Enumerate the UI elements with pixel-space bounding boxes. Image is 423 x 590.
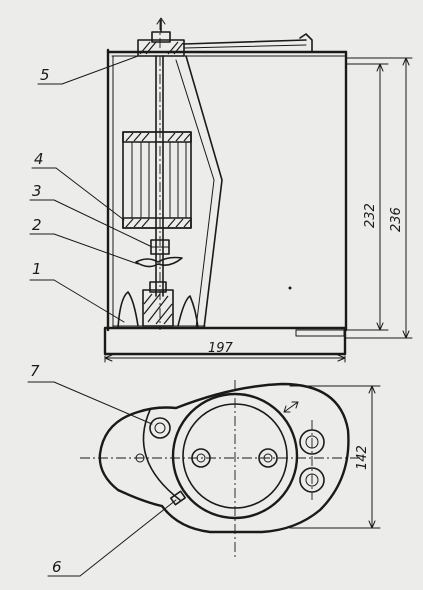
dim-width: 197 bbox=[104, 341, 346, 363]
label-4-group: 4 bbox=[31, 150, 125, 221]
plan-outline bbox=[98, 382, 350, 534]
hole-right bbox=[258, 448, 278, 468]
inner-liner-inner bbox=[175, 59, 215, 329]
label-7: 7 bbox=[30, 362, 40, 380]
plan-view bbox=[80, 380, 360, 560]
dim-width-label: 197 bbox=[208, 341, 234, 356]
coil-top-flange bbox=[122, 131, 192, 143]
impeller bbox=[135, 256, 183, 268]
base-plate bbox=[103, 326, 347, 356]
coil-bottom-flange bbox=[122, 217, 192, 229]
bottom-bowl-left bbox=[117, 291, 139, 329]
coil-block bbox=[122, 131, 192, 229]
label-5-group: 5 bbox=[37, 55, 139, 85]
hole-fitting-7 bbox=[149, 417, 171, 439]
label-7-group: 7 bbox=[27, 362, 153, 425]
cap-hatch-2 bbox=[145, 41, 157, 55]
dim-height-outer: 236 bbox=[345, 57, 413, 339]
label-6-group: 6 bbox=[47, 499, 177, 577]
direction-marker bbox=[283, 401, 299, 413]
dim-plan-depth-label: 142 bbox=[355, 445, 370, 470]
bearing-cap bbox=[149, 281, 167, 293]
cap-hatch-3 bbox=[167, 41, 179, 55]
lid-clip bbox=[299, 33, 313, 53]
cap-hatch-4 bbox=[173, 42, 184, 55]
cap-tip bbox=[156, 17, 166, 25]
dim-height-inner: 232 bbox=[345, 63, 389, 331]
bearing-hatch bbox=[143, 293, 173, 325]
label-3-group: 3 bbox=[29, 182, 151, 247]
dim-height-inner-label: 232 bbox=[363, 203, 378, 228]
label-4: 4 bbox=[34, 150, 44, 168]
label-2-group: 2 bbox=[29, 216, 139, 265]
dot-mark bbox=[288, 286, 292, 290]
inner-liner bbox=[185, 55, 223, 329]
bottom-bowl-right bbox=[177, 295, 199, 329]
lid-rail-lower bbox=[183, 44, 307, 49]
label-6: 6 bbox=[52, 558, 62, 576]
section-view bbox=[103, 17, 348, 356]
part-6 bbox=[169, 490, 187, 506]
right-foot bbox=[295, 329, 345, 337]
label-1-group: 1 bbox=[29, 260, 125, 323]
label-3: 3 bbox=[32, 182, 42, 200]
dim-height-outer-label: 236 bbox=[389, 207, 404, 232]
plan-lobe-curve bbox=[142, 409, 181, 501]
lid-rail bbox=[183, 39, 307, 45]
label-2: 2 bbox=[32, 216, 42, 234]
label-5: 5 bbox=[40, 66, 50, 84]
cap-hatch-1 bbox=[139, 41, 151, 55]
coil-hatch bbox=[125, 132, 191, 228]
dim-plan-depth: 142 bbox=[289, 385, 381, 529]
label-1: 1 bbox=[32, 260, 42, 278]
